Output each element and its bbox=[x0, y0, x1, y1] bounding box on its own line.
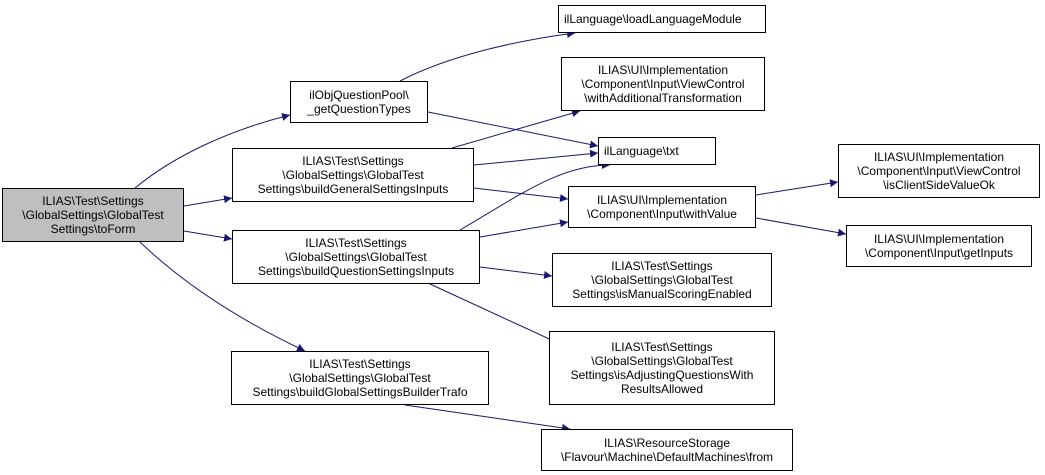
node-label-line: ILIAS\Test\Settings bbox=[302, 154, 404, 168]
node-label-line: Settings\buildGeneralSettingsInputs bbox=[257, 182, 449, 196]
node-isClientSideValueOk[interactable]: ILIAS\UI\Implementation\Component\Input\… bbox=[838, 144, 1040, 198]
edge-toForm-to-buildQuestionSettingsInputs bbox=[183, 230, 233, 242]
node-label-line: Settings\buildGlobalSettingsBuilderTrafo bbox=[252, 385, 468, 399]
node-label-line: ILIAS\UI\Implementation bbox=[873, 150, 1005, 164]
node-withValue[interactable]: ILIAS\UI\Implementation\Component\Input\… bbox=[568, 186, 756, 228]
node-buildGeneralSettingsInputs[interactable]: ILIAS\Test\Settings\GlobalSettings\Globa… bbox=[232, 148, 474, 202]
edge-buildQuestionSettingsInputs-to-isManualScoringEnabled bbox=[479, 266, 553, 279]
node-label-line: ILIAS\UI\Implementation bbox=[597, 63, 729, 77]
edge-toForm-to-buildGlobalSettingsBuilderTrafo bbox=[139, 241, 306, 352]
node-getInputs[interactable]: ILIAS\UI\Implementation\Component\Input\… bbox=[846, 225, 1032, 267]
node-label-line: Settings\buildQuestionSettingsInputs bbox=[257, 264, 455, 278]
node-label-line: \Component\Input\ViewControl bbox=[581, 77, 745, 91]
node-loadLanguageModule[interactable]: ilLanguage\loadLanguageModule bbox=[558, 5, 766, 33]
node-getQuestionTypes[interactable]: ilObjQuestionPool\_getQuestionTypes bbox=[290, 81, 428, 123]
node-label-line: ILIAS\Test\Settings bbox=[611, 340, 713, 354]
edge-buildGlobalSettingsBuilderTrafo-to-from bbox=[404, 404, 571, 432]
node-label-line: \withAdditionalTransformation bbox=[584, 91, 742, 105]
node-label-line: \GlobalSettings\GlobalTest bbox=[591, 273, 733, 287]
node-label-line: \GlobalSettings\GlobalTest bbox=[282, 168, 424, 182]
edge-buildGeneralSettingsInputs-to-withAdditionalTransformation bbox=[451, 109, 581, 149]
node-label-line: ILIAS\UI\Implementation bbox=[596, 193, 728, 207]
edge-buildQuestionSettingsInputs-to-txt bbox=[459, 161, 611, 231]
node-from[interactable]: ILIAS\ResourceStorage\Flavour\Machine\De… bbox=[541, 429, 793, 471]
node-withAdditionalTransformation[interactable]: ILIAS\UI\Implementation\Component\Input\… bbox=[561, 57, 765, 111]
node-buildGlobalSettingsBuilderTrafo[interactable]: ILIAS\Test\Settings\GlobalSettings\Globa… bbox=[231, 351, 489, 405]
edge-getQuestionTypes-to-loadLanguageModule bbox=[399, 30, 576, 82]
node-label-line: ILIAS\ResourceStorage bbox=[603, 436, 731, 450]
node-label-line: ILIAS\UI\Implementation bbox=[873, 232, 1005, 246]
node-label-line: Settings\isAdjustingQuestionsWith bbox=[570, 368, 754, 382]
node-label-line: ILIAS\Test\Settings bbox=[305, 236, 407, 250]
node-label-line: \GlobalSettings\GlobalTest bbox=[285, 250, 427, 264]
node-label-line: ilLanguage\loadLanguageModule bbox=[564, 12, 742, 26]
node-label-line: _getQuestionTypes bbox=[307, 102, 411, 116]
node-label-line: ResultsAllowed bbox=[620, 382, 704, 396]
node-label-line: Settings\isManualScoringEnabled bbox=[572, 287, 752, 301]
node-label-line: ilObjQuestionPool\ bbox=[309, 88, 409, 102]
node-label-line: \GlobalSettings\GlobalTest bbox=[289, 371, 431, 385]
node-label-line: ilLanguage\txt bbox=[604, 144, 679, 158]
edge-buildQuestionSettingsInputs-to-isAdjustingQuestionsWithResultsAllowed bbox=[429, 283, 559, 344]
edge-buildGeneralSettingsInputs-to-txt bbox=[473, 149, 599, 166]
node-label-line: ILIAS\Test\Settings bbox=[611, 259, 713, 273]
node-label-line: \Component\Input\getInputs bbox=[864, 246, 1014, 260]
edge-toForm-to-getQuestionTypes bbox=[134, 113, 291, 189]
node-label-line: \isClientSideValueOk bbox=[883, 178, 995, 192]
node-label-line: \Component\Input\withValue bbox=[587, 207, 737, 221]
node-label-line: \GlobalSettings\GlobalTest bbox=[591, 354, 733, 368]
node-toForm[interactable]: ILIAS\Test\Settings\GlobalSettings\Globa… bbox=[2, 188, 184, 242]
node-label-line: \Component\Input\ViewControl bbox=[857, 164, 1021, 178]
edge-toForm-to-buildGeneralSettingsInputs bbox=[183, 195, 233, 207]
edge-getQuestionTypes-to-txt bbox=[427, 111, 599, 149]
node-label-line: ILIAS\Test\Settings bbox=[309, 357, 411, 371]
node-label-line: \Flavour\Machine\DefaultMachines\from bbox=[560, 450, 774, 464]
node-label-line: Settings\toForm bbox=[50, 222, 136, 236]
node-txt[interactable]: ilLanguage\txt bbox=[598, 137, 716, 165]
node-buildQuestionSettingsInputs[interactable]: ILIAS\Test\Settings\GlobalSettings\Globa… bbox=[232, 230, 480, 284]
edge-buildQuestionSettingsInputs-to-withValue bbox=[479, 219, 569, 238]
node-isAdjustingQuestionsWithResultsAllowed[interactable]: ILIAS\Test\Settings\GlobalSettings\Globa… bbox=[549, 331, 775, 405]
node-label-line: ILIAS\Test\Settings bbox=[42, 194, 144, 208]
edge-withValue-to-getInputs bbox=[755, 217, 847, 237]
edge-withValue-to-isClientSideValueOk bbox=[755, 179, 839, 196]
node-label-line: \GlobalSettings\GlobalTest bbox=[22, 208, 164, 222]
node-isManualScoringEnabled[interactable]: ILIAS\Test\Settings\GlobalSettings\Globa… bbox=[552, 253, 772, 307]
